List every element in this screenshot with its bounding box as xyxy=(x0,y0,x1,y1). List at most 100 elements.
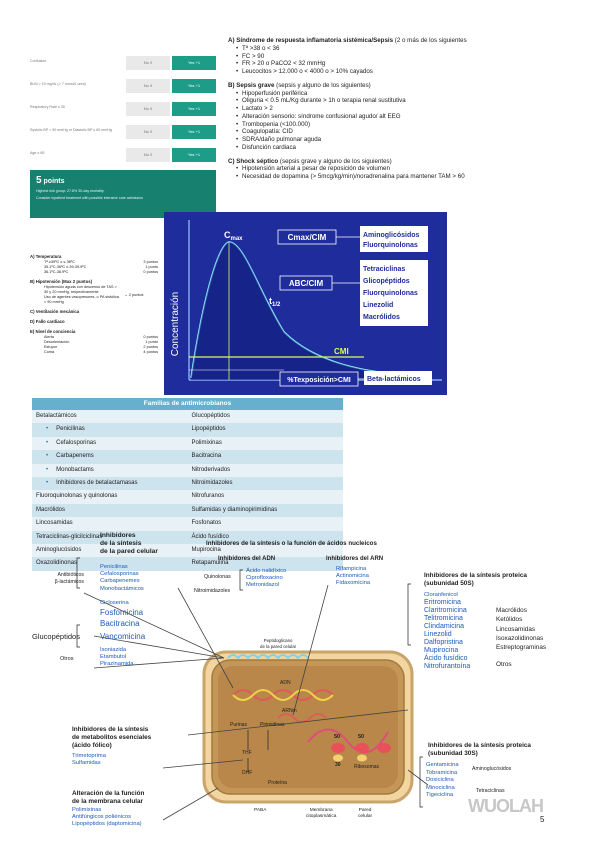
risk-yes-button[interactable]: Yes +1 xyxy=(172,56,216,70)
p50-drug: Dalfopristina xyxy=(424,638,463,646)
risk-no-button[interactable]: No 0 xyxy=(126,148,170,162)
temp-range: 35.1ºC-36ºC ó 39-39.9ºC xyxy=(44,264,87,269)
criteria-item: Disfunción cardiaca xyxy=(236,144,573,152)
risk-row-label: Systolic BP < 90 mmHg or Diastolic BP ≤ … xyxy=(30,128,112,132)
pointer-folic xyxy=(162,759,244,769)
antibiotic-group-label: Beta-lactámicos xyxy=(367,376,421,383)
bracket-adn xyxy=(239,569,243,591)
cmi-label: CMI xyxy=(334,347,349,356)
antibiotic-group-label: Aminoglicósidos xyxy=(363,232,420,239)
purinas-label: Purinas xyxy=(230,722,247,728)
peptidoglycan xyxy=(227,654,309,660)
temp-row: 35.1ºC-36ºC ó 39-39.9ºC 1 punto xyxy=(30,265,158,270)
family-right: Polimixinas xyxy=(191,439,222,446)
pointer-membrane xyxy=(162,787,219,821)
nucleic-title: Inhibidores de la síntesis o la función … xyxy=(206,540,377,547)
bracket-beta xyxy=(76,557,80,589)
temp-row: Tª ≥39ºC o ≤ 36ºC 3 puntos xyxy=(30,260,158,265)
risk-yes-button[interactable]: Yes +1 xyxy=(172,79,216,93)
bracket-50s xyxy=(407,583,411,646)
consciousness-level: Alerta xyxy=(44,334,54,339)
y-axis-label: Concentración xyxy=(170,292,181,356)
t-cmi-text: %Texposición>CMI xyxy=(287,377,351,384)
cicloserina: Cicloserina xyxy=(100,600,129,606)
risk-no-button[interactable]: No 0 xyxy=(126,56,170,70)
page-number: 5 xyxy=(540,815,545,824)
fosfomicina: Fosfomicina xyxy=(100,608,144,617)
bracket-30s xyxy=(419,756,423,808)
risk-no-button[interactable]: No 0 xyxy=(126,102,170,116)
p50-drug: Ácido fusídico xyxy=(424,654,468,662)
family-right: Ácido fusídico xyxy=(191,533,229,540)
consciousness-level: Desorientación xyxy=(44,339,70,344)
risk-row-label: Age ≥ 65 xyxy=(30,151,45,155)
temp-range: Tª ≥39ºC o ≤ 36ºC xyxy=(44,259,75,264)
ribosome-50-2 xyxy=(355,743,369,753)
risk-no-button[interactable]: No 0 xyxy=(126,79,170,93)
risk-no-button[interactable]: No 0 xyxy=(126,125,170,139)
p30-drug: Minociclina xyxy=(426,784,455,791)
ribosomas-label: Ribosomas xyxy=(354,764,380,770)
group2-box xyxy=(360,260,428,326)
criteria-item: Trombopenia (<100.000) xyxy=(236,121,573,129)
hypotension-heading: B) Hipotensión (Max 2 puntos) xyxy=(30,279,93,285)
pk-pd-chart: Concentración Cmax t1/2 CMI Cmax/CIM ABC… xyxy=(164,212,447,395)
temp-points: 3 puntos xyxy=(143,259,158,264)
result-points-word: points xyxy=(43,178,65,185)
ribosome-50-1 xyxy=(331,743,345,753)
ribosome-50-label-2: 50 xyxy=(358,734,365,740)
pirimidinas-label: Pirimidinas xyxy=(260,722,285,728)
criteria-item: Leucocitos > 12.000 o < 4000 o > 10% cay… xyxy=(236,68,573,76)
folate-arrows xyxy=(247,730,269,772)
temp-range: 36.1ºC-38.9ºC xyxy=(44,270,69,275)
ventilation-heading: C) Ventilación mecánica xyxy=(30,309,80,315)
antibiotic-group-label: Fluorquinolonas xyxy=(363,242,418,249)
risk-row: Age ≥ 65 No 0 Yes +1 xyxy=(30,148,216,162)
risk-yes-button[interactable]: Yes +1 xyxy=(172,102,216,116)
risk-yes-button[interactable]: Yes +1 xyxy=(172,148,216,162)
antibiotic-group-label: Fluorquinolonas xyxy=(363,290,418,297)
risk-row: Respiratory Rate ≥ 30 No 0 Yes +1 xyxy=(30,102,216,116)
group-texts: AminoglicósidosFluorquinolonasTetracicli… xyxy=(363,232,421,383)
p30-drug: Doxiciclina xyxy=(426,777,454,784)
family-left: Fluoroquinolonas y quinolonas xyxy=(36,493,118,500)
family-left: Oxazolidinonas xyxy=(36,560,78,567)
p50-drug: Claritromicina xyxy=(424,606,467,614)
pointer-rna xyxy=(292,584,329,716)
criteria-item: Coagulopatía: CID xyxy=(236,128,573,136)
pk-pd-svg: Concentración Cmax t1/2 CMI Cmax/CIM ABC… xyxy=(170,220,442,387)
criteria-item: Oliguria < 0.5 mL/Kg durante > 1h o tera… xyxy=(236,97,573,105)
hypotension-row: Uso de agentes vasopresores, o PA sistól… xyxy=(44,295,119,305)
risk-yes-button[interactable]: Yes +1 xyxy=(172,125,216,139)
consciousness-level: Estupor xyxy=(44,345,58,350)
aminoglucosidos-group: Aminoglucósidos xyxy=(472,766,512,772)
vancomicina: Vancomicina xyxy=(100,632,146,641)
criteria-item: Hipotensión arterial a pesar de reposici… xyxy=(236,165,573,173)
pointer-30s xyxy=(407,769,429,786)
family-left: Tetraciclinas-glicilciclinas xyxy=(36,533,103,540)
auc-area xyxy=(191,242,426,380)
adn-title: Inhibidores del ADN xyxy=(218,556,276,562)
risk-row: Confusion No 0 Yes +1 xyxy=(30,56,216,70)
temp-points: 1 punto xyxy=(145,264,158,269)
ribosome-50-3 xyxy=(377,743,391,753)
nitroimidazoles-label: Nitroimidazoles xyxy=(194,588,231,594)
p30-title: Inhibidores de la síntesis proteica(subu… xyxy=(428,742,531,757)
family-right: Lipopéptidos xyxy=(191,426,226,433)
pointer-dna xyxy=(177,587,234,689)
table-row: Tetraciclinas-glicilciclinas Ácido fusídi… xyxy=(32,530,343,544)
thf-label: THF xyxy=(242,750,252,756)
pointer-50s xyxy=(187,709,409,736)
ribosome-30-2 xyxy=(357,754,367,762)
dhf-label: DHF xyxy=(242,770,253,776)
